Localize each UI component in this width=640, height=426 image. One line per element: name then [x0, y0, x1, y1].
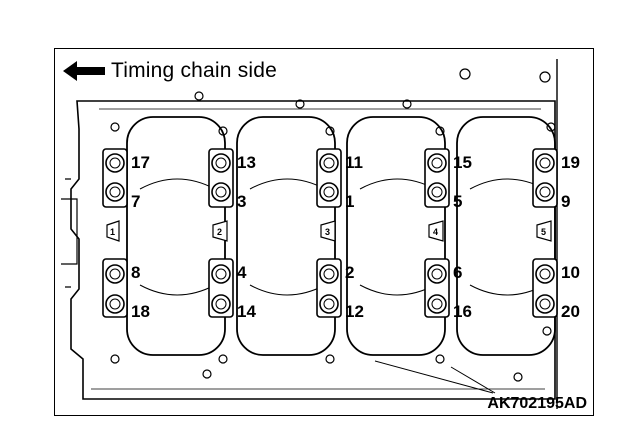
cylinder-markers	[106, 220, 552, 242]
bolt-number: 12	[345, 302, 364, 321]
left-arrow-icon	[63, 61, 105, 81]
part-code: AK702195AD	[487, 395, 587, 412]
cylinder-number-1: 1	[110, 227, 115, 237]
diagram-frame: 1 2 3 4 5 17 13 11 15 19 7 3 1 5 9 8 4 2…	[54, 48, 594, 416]
cylinder-bore-4	[456, 116, 556, 356]
timing-chain-side-header: Timing chain side	[63, 59, 277, 83]
bolt-column-2	[208, 148, 234, 318]
bolt-number: 1	[345, 192, 354, 211]
timing-chain-side-label: Timing chain side	[111, 59, 278, 82]
bolt-number: 2	[345, 263, 354, 282]
block-inner-edge	[91, 108, 545, 390]
bolt-number: 17	[131, 153, 150, 172]
bolt-number: 20	[561, 302, 580, 321]
small-holes	[110, 68, 556, 382]
bolt-number: 7	[131, 192, 140, 211]
left-bracket	[61, 178, 78, 288]
bolt-column-4	[424, 148, 450, 318]
bolt-inner-rings	[109, 157, 551, 310]
cylinder-number-5: 5	[541, 227, 546, 237]
bolt-number: 14	[237, 302, 256, 321]
bolt-number: 10	[561, 263, 580, 282]
cylinder-number-3: 3	[325, 227, 330, 237]
bolt-column-3	[316, 148, 342, 318]
bolt-column-1	[102, 148, 128, 318]
leader-lines	[374, 360, 496, 394]
bolt-number: 15	[453, 153, 472, 172]
bolt-numbers: 17 13 11 15 19 7 3 1 5 9 8 4 2 6 10 18 1…	[131, 153, 580, 321]
bolt-number: 3	[237, 192, 246, 211]
bolt-number: 16	[453, 302, 472, 321]
cylinder-number-2: 2	[217, 227, 222, 237]
bolt-number: 4	[237, 263, 247, 282]
bolt-number: 6	[453, 263, 462, 282]
bolt-bosses	[102, 148, 558, 318]
bolt-number: 11	[345, 153, 363, 172]
block-outline	[70, 100, 556, 400]
bolt-number: 5	[453, 192, 462, 211]
bolt-number: 9	[561, 192, 570, 211]
cylinder-bore-3	[346, 116, 446, 356]
cylinder-number-4: 4	[433, 227, 438, 237]
bolt-number: 19	[561, 153, 580, 172]
bolt-number: 13	[237, 153, 256, 172]
bolt-number: 18	[131, 302, 150, 321]
bolt-column-5	[532, 148, 558, 318]
cylinder-block-drawing: 1 2 3 4 5 17 13 11 15 19 7 3 1 5 9 8 4 2…	[61, 59, 580, 409]
bore-inner-arcs	[139, 178, 546, 296]
bolt-number: 8	[131, 263, 140, 282]
